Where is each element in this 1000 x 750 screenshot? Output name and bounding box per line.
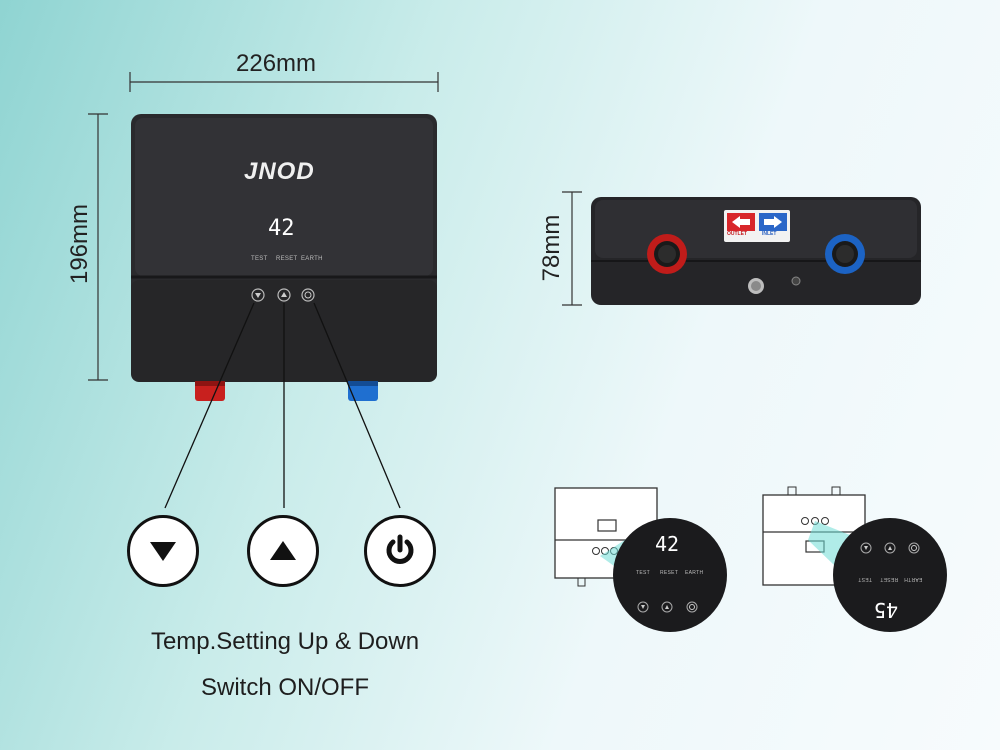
detail-view-2 <box>762 486 947 632</box>
triangle-down-icon <box>150 542 176 561</box>
temperature-display: 42 <box>268 216 295 241</box>
triangle-up-icon <box>270 541 296 560</box>
detail2-display: 45 <box>874 598 899 622</box>
detail1-label-reset: RESET <box>660 570 679 576</box>
temp-down-button[interactable] <box>127 515 199 587</box>
detail2-label-reset: RESET <box>880 576 899 582</box>
inlet-label: INLET <box>762 231 777 237</box>
leader-lines <box>164 302 401 509</box>
width-dimension-label: 226mm <box>236 50 317 77</box>
height-dimension-line <box>88 113 108 381</box>
panel-label-test: TEST <box>251 256 268 262</box>
temp-up-button[interactable] <box>247 515 319 587</box>
detail1-display: 42 <box>655 532 680 556</box>
heater-side-view <box>591 197 921 305</box>
panel-label-reset: RESET <box>276 256 298 262</box>
height-dimension-label: 196mm <box>66 203 93 285</box>
brand-logo: JNOD <box>244 158 315 185</box>
detail1-label-test: TEST <box>636 570 650 576</box>
panel-label-earth: EARTH <box>301 256 323 262</box>
caption-temp-setting: Temp.Setting Up & Down <box>150 628 420 655</box>
detail1-label-earth: EARTH <box>685 570 704 576</box>
depth-dimension-line <box>562 191 582 306</box>
caption-switch: Switch ON/OFF <box>200 674 369 701</box>
power-button[interactable] <box>364 515 436 587</box>
detail2-label-test: TEST <box>858 576 872 582</box>
width-dimension-line <box>129 72 439 92</box>
depth-dimension-label: 78mm <box>538 214 565 282</box>
detail2-label-earth: EARTH <box>904 576 923 582</box>
detail-view-1 <box>554 487 727 632</box>
outlet-label: OUTLET <box>727 231 747 237</box>
power-icon <box>386 534 414 564</box>
